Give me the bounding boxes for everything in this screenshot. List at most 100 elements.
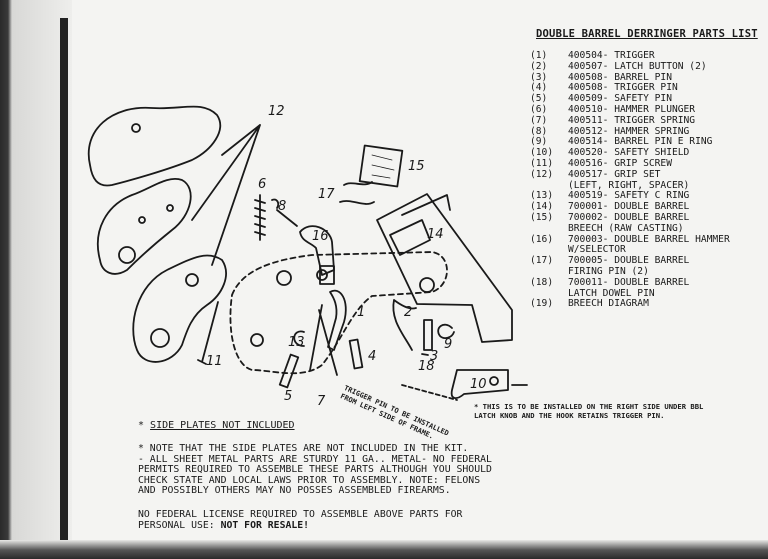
kit-notes: * NOTE THAT THE SIDE PLATES ARE NOT INCL… xyxy=(138,443,492,497)
label-13: 13 xyxy=(288,335,305,350)
label-6: 6 xyxy=(258,177,266,192)
kit-note-line: * NOTE THAT THE SIDE PLATES ARE NOT INCL… xyxy=(138,443,469,454)
part-item: (2)400507- LATCH BUTTON (2) xyxy=(530,60,730,73)
part-number: (6) xyxy=(530,103,548,115)
hammer xyxy=(299,225,335,276)
part-item-continuation: LATCH DOWEL PIN xyxy=(530,287,730,300)
license-line2-a: PERSONAL USE: xyxy=(138,519,215,531)
part-number: (3) xyxy=(530,71,548,83)
label-17: 17 xyxy=(318,187,335,202)
label-2: 2 xyxy=(404,305,412,320)
label-12: 12 xyxy=(268,104,285,119)
part-number: (18) xyxy=(530,276,554,288)
grip-top xyxy=(87,105,222,187)
part-description: BREECH DIAGRAM xyxy=(568,298,649,310)
grip-middle-hole1 xyxy=(118,246,136,264)
leader-12 xyxy=(191,124,261,266)
part-number: (1) xyxy=(530,50,548,61)
label-5: 5 xyxy=(284,389,292,404)
kit-note-line: - ALL SHEET METAL PARTS ARE STURDY 11 GA… xyxy=(138,453,492,465)
scan-bottom-edge xyxy=(0,540,768,559)
install-note-line1: * THIS IS TO BE INSTALLED ON THE RIGHT S… xyxy=(474,402,704,411)
part-item: (8)400512- HAMMER SPRING xyxy=(530,125,730,138)
part-description: 400516- GRIP SCREW xyxy=(568,157,672,169)
e-ring xyxy=(437,323,455,339)
part-description: 400504- TRIGGER xyxy=(568,50,655,61)
part-description: 700011- DOUBLE BARREL xyxy=(568,276,690,288)
part-number: (15) xyxy=(530,211,554,223)
part-description: 400514- BARREL PIN E RING xyxy=(568,136,713,148)
part-number: (9) xyxy=(530,136,548,148)
frame-outline xyxy=(229,251,448,375)
latch-button xyxy=(392,299,417,351)
license-line1: NO FEDERAL LICENSE REQUIRED TO ASSEMBLE … xyxy=(138,509,463,520)
part-description: 400517- GRIP SET xyxy=(568,168,661,180)
part-description: 400508- TRIGGER PIN xyxy=(568,82,678,94)
part-item: (9) 400514- BARREL PIN E RING xyxy=(530,137,730,148)
frame-hole1 xyxy=(276,270,292,286)
grip-middle xyxy=(96,178,192,275)
kit-note-line: PERMITS REQUIRED TO ASSEMBLE THESE PARTS… xyxy=(138,464,492,476)
grip-middle-hole2 xyxy=(138,216,146,224)
part-description: 400520- SAFETY SHIELD xyxy=(568,147,690,159)
part-item: (17)700005- DOUBLE BARREL xyxy=(530,255,730,267)
frame-hole3 xyxy=(316,269,328,281)
part-number: (2) xyxy=(530,60,548,72)
part-number: (13) xyxy=(530,190,554,202)
frame-hole2 xyxy=(250,333,264,347)
label-10: 10 xyxy=(470,377,487,392)
label-8: 8 xyxy=(278,199,286,214)
hammer-spring-8 xyxy=(271,198,298,227)
barrel-slot xyxy=(389,219,431,256)
kit-note-line: AND POSSIBLY OTHERS MAY NO POSSES ASSEMB… xyxy=(138,485,451,497)
safety-shield xyxy=(450,369,509,399)
part-item: (18) 700011- DOUBLE BARREL xyxy=(530,276,730,289)
breech-raw-casting xyxy=(358,144,404,188)
safety-c-ring xyxy=(293,330,305,347)
part-item-continuation: W/SELECTOR xyxy=(530,245,730,256)
part-item: (12) 400517- GRIP SET xyxy=(530,168,730,181)
part-item: (19)BREECH DIAGRAM xyxy=(530,299,730,310)
grip-bottom xyxy=(132,254,227,363)
part-number: (16) xyxy=(530,233,554,245)
part-item: (10)400520- SAFETY SHIELD xyxy=(530,147,730,159)
part-item: (11) 400516- GRIP SCREW xyxy=(530,157,730,170)
part-item: (4)400508- TRIGGER PIN xyxy=(530,83,730,94)
part-description-continuation: FIRING PIN (2) xyxy=(568,265,649,277)
label-9: 9 xyxy=(444,337,452,352)
label-4: 4 xyxy=(368,349,376,364)
latch-dowel xyxy=(421,353,429,356)
part-description: 400508- BARREL PIN xyxy=(568,71,672,83)
grip-bottom-hole1 xyxy=(150,328,170,348)
part-description-continuation: BREECH (RAW CASTING) xyxy=(568,222,684,234)
parts-list-title: DOUBLE BARREL DERRINGER PARTS LIST xyxy=(536,28,758,40)
part-description-continuation: W/SELECTOR xyxy=(568,244,626,256)
label-7: 7 xyxy=(317,394,326,409)
parts-list: (1) 400504- TRIGGER(2)400507- LATCH BUTTO… xyxy=(530,50,730,310)
barrel-pin xyxy=(423,319,433,351)
part-item: (7)400511- TRIGGER SPRING xyxy=(530,114,730,127)
grip-screw xyxy=(197,301,219,365)
barrel-pivot xyxy=(419,277,435,293)
part-number: (11) xyxy=(530,157,554,169)
safety-pin-4 xyxy=(348,338,364,370)
side-plates-note: * SIDE PLATES NOT INCLUDED xyxy=(138,420,295,431)
part-number: (7) xyxy=(530,114,548,126)
license-resale-warning: NOT FOR RESALE! xyxy=(220,519,310,531)
trigger xyxy=(327,289,347,351)
part-description: 400509- SAFETY PIN xyxy=(568,93,672,105)
grip-bottom-hole2 xyxy=(185,273,199,287)
breech-scribbles xyxy=(371,154,395,179)
trigger-pin-5 xyxy=(278,353,300,389)
part-description-continuation: (LEFT, RIGHT, SPACER) xyxy=(568,179,690,191)
install-note-line2: LATCH KNOB AND THE HOOK RETAINS TRIGGER … xyxy=(474,411,665,420)
part-description: 400512- HAMMER SPRING xyxy=(568,125,690,137)
label-16: 16 xyxy=(312,229,329,244)
part-item: (13)400519- SAFETY C RING xyxy=(530,191,730,202)
label-11: 11 xyxy=(206,354,223,369)
part-description-continuation: LATCH DOWEL PIN xyxy=(568,287,655,299)
barrel-block xyxy=(376,193,513,343)
label-14: 14 xyxy=(427,227,444,242)
part-number: (12) xyxy=(530,168,554,180)
